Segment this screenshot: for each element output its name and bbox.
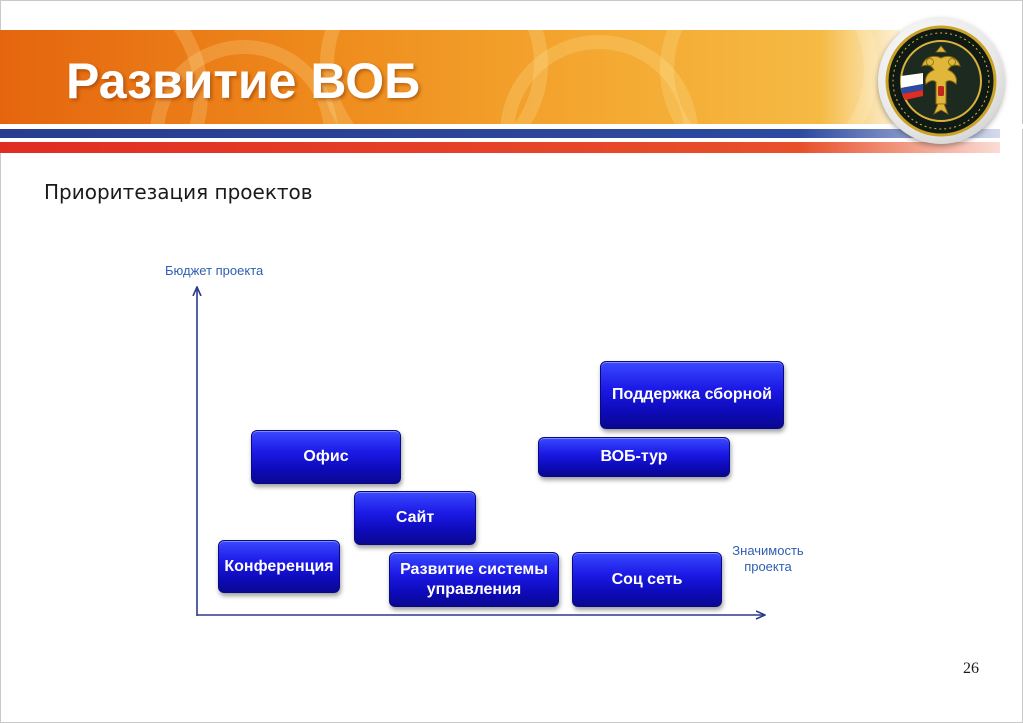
project-box-office: Офис [251,430,401,484]
slide-title: Развитие ВОБ [66,53,421,109]
emblem-icon [878,18,1004,144]
header-stripe-white [0,124,1023,129]
project-box-social: Соц сеть [572,552,722,607]
project-box-management: Развитие системы управления [389,552,559,607]
project-box-tour: ВОБ-тур [538,437,730,477]
double-headed-eagle-emblem-icon [885,25,997,137]
project-box-conference: Конференция [218,540,340,593]
x-axis-label: Значимость проекта [732,543,804,574]
header-banner [0,30,900,124]
project-box-site: Сайт [354,491,476,545]
slide-subtitle: Приоритезация проектов [44,180,313,204]
project-box-support: Поддержка сборной [600,361,784,429]
page-number: 26 [963,660,979,677]
header-stripe-red [0,142,1000,153]
header-stripe-gap [0,138,1000,142]
y-axis-label: Бюджет проекта [165,263,264,278]
header-stripe-blue [0,129,1000,138]
